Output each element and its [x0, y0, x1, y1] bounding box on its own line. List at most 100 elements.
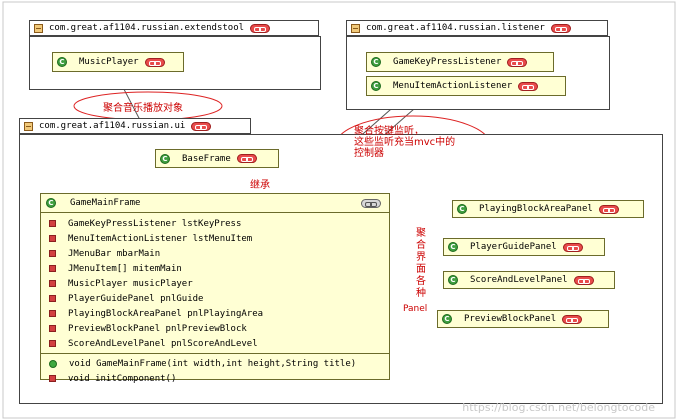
private-field-icon [49, 340, 56, 347]
link-icon [598, 204, 619, 214]
annotation-panels: 聚 合 界 面 各 种 [413, 228, 429, 300]
private-field-icon [49, 325, 56, 332]
class-base-frame[interactable]: C BaseFrame [155, 149, 279, 168]
annotation-panels-char: 聚 [416, 228, 426, 239]
private-field-icon [49, 310, 56, 317]
class-name: ScoreAndLevelPanel [470, 275, 568, 285]
class-preview-block-panel[interactable]: C PreviewBlockPanel [437, 310, 609, 328]
field-text: PreviewBlockPanel pnlPreviewBlock [68, 323, 247, 334]
field-row: PlayingBlockAreaPanel pnlPlayingArea [41, 306, 389, 321]
class-icon: C [160, 153, 170, 164]
private-field-icon [49, 265, 56, 272]
class-icon: C [442, 314, 452, 324]
annotation-panels-char: 合 [416, 240, 426, 251]
method-text: void GameMainFrame(int width,int height,… [69, 358, 357, 369]
annotation-panels-char: 界 [416, 252, 426, 263]
package-extendstool-tab: com.great.af1104.russian.extendstool [29, 20, 319, 36]
class-name: BaseFrame [182, 153, 231, 164]
class-score-and-level-panel[interactable]: C ScoreAndLevelPanel [443, 271, 615, 289]
link-icon [361, 198, 381, 208]
field-text: PlayerGuidePanel pnlGuide [68, 293, 204, 304]
package-ui-tab: com.great.af1104.russian.ui [19, 118, 251, 134]
watermark: https://blog.csdn.net/belongtocode [462, 401, 655, 414]
package-listener-label: com.great.af1104.russian.listener [366, 23, 545, 33]
class-name: PreviewBlockPanel [464, 314, 557, 324]
annotation-panels-suffix: Panel [403, 304, 428, 314]
annotation-panels-char: 各 [416, 276, 426, 287]
class-icon: C [371, 81, 381, 91]
link-icon [250, 23, 271, 33]
link-icon [507, 57, 528, 67]
annotation-panels-char: 面 [416, 264, 426, 275]
link-icon [550, 23, 571, 33]
field-text: MusicPlayer musicPlayer [68, 278, 193, 289]
link-icon [144, 57, 165, 67]
class-game-key-press-listener[interactable]: C GameKeyPressListener [366, 52, 554, 72]
public-method-icon [49, 359, 57, 368]
package-icon [24, 121, 33, 131]
link-icon [518, 81, 539, 91]
field-row: JMenuBar mbarMain [41, 246, 389, 261]
class-name: GameKeyPressListener [393, 57, 502, 67]
class-game-main-frame[interactable]: C GameMainFrame GameKeyPressListener lst… [40, 193, 390, 384]
class-player-guide-panel[interactable]: C PlayerGuidePanel [443, 238, 605, 256]
package-icon [34, 23, 43, 33]
class-playing-block-area-panel[interactable]: C PlayingBlockAreaPanel [452, 200, 644, 218]
package-extendstool-label: com.great.af1104.russian.extendstool [49, 23, 245, 33]
field-row: ScoreAndLevelPanel pnlScoreAndLevel [41, 336, 389, 351]
class-music-player[interactable]: C MusicPlayer [52, 52, 184, 72]
field-row: PlayerGuidePanel pnlGuide [41, 291, 389, 306]
class-icon: C [371, 57, 381, 67]
annotation-music: 聚合音乐播放对象 [103, 103, 183, 114]
field-row: MenuItemActionListener lstMenuItem [41, 231, 389, 246]
annotation-listener: 聚合按键监听， 这些监听充当mvc中的 控制器 [354, 126, 455, 159]
link-icon [191, 121, 212, 131]
method-row: void GameMainFrame(int width,int height,… [41, 356, 389, 371]
method-list: void GameMainFrame(int width,int height,… [41, 356, 389, 386]
field-text: JMenuBar mbarMain [68, 248, 161, 259]
class-icon: C [57, 57, 67, 67]
class-name: PlayerGuidePanel [470, 242, 557, 252]
field-row: PreviewBlockPanel pnlPreviewBlock [41, 321, 389, 336]
link-icon [573, 275, 594, 285]
field-row: GameKeyPressListener lstKeyPress [41, 216, 389, 231]
link-icon [236, 154, 257, 163]
private-field-icon [49, 250, 56, 257]
class-name: MenuItemActionListener [393, 81, 513, 91]
link-icon [562, 314, 583, 324]
package-listener [346, 36, 610, 110]
class-name: GameMainFrame [70, 198, 141, 208]
annotation-listener-line: 聚合按键监听， [354, 126, 424, 137]
field-row: MusicPlayer musicPlayer [41, 276, 389, 291]
annotation-inherit: 继承 [250, 180, 270, 191]
field-row: JMenuItem[] mitemMain [41, 261, 389, 276]
class-header: C GameMainFrame [41, 194, 389, 213]
field-text: JMenuItem[] mitemMain [68, 263, 182, 274]
package-listener-tab: com.great.af1104.russian.listener [346, 20, 608, 36]
class-icon: C [457, 204, 467, 214]
private-field-icon [49, 235, 56, 242]
field-text: PlayingBlockAreaPanel pnlPlayingArea [68, 308, 264, 319]
class-name: MusicPlayer [79, 57, 139, 67]
field-text: GameKeyPressListener lstKeyPress [68, 218, 242, 229]
class-menu-item-action-listener[interactable]: C MenuItemActionListener [366, 76, 566, 96]
class-icon: C [448, 275, 458, 285]
class-icon: C [448, 242, 458, 252]
package-icon [351, 23, 360, 33]
field-text: MenuItemActionListener lstMenuItem [68, 233, 253, 244]
private-field-icon [49, 295, 56, 302]
class-name: PlayingBlockAreaPanel [479, 204, 593, 214]
field-list: GameKeyPressListener lstKeyPress MenuIte… [41, 213, 389, 351]
annotation-listener-line: 控制器 [354, 148, 384, 159]
annotation-listener-line: 这些监听充当mvc中的 [354, 137, 456, 148]
private-field-icon [49, 280, 56, 287]
link-icon [562, 242, 583, 252]
package-ui-label: com.great.af1104.russian.ui [39, 121, 186, 131]
field-text: ScoreAndLevelPanel pnlScoreAndLevel [68, 338, 258, 349]
annotation-panels-char: 种 [416, 288, 426, 299]
compartment-divider [41, 353, 389, 354]
method-row: void initComponent() [41, 371, 389, 386]
private-field-icon [49, 220, 56, 227]
private-method-icon [49, 375, 56, 382]
